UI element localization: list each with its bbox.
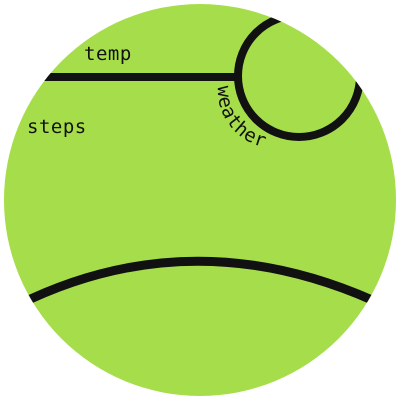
face-disc — [4, 4, 396, 396]
steps-label[interactable]: steps — [27, 116, 87, 138]
bottom-arc-divider — [13, 256, 377, 310]
temp-label[interactable]: temp — [84, 43, 132, 65]
